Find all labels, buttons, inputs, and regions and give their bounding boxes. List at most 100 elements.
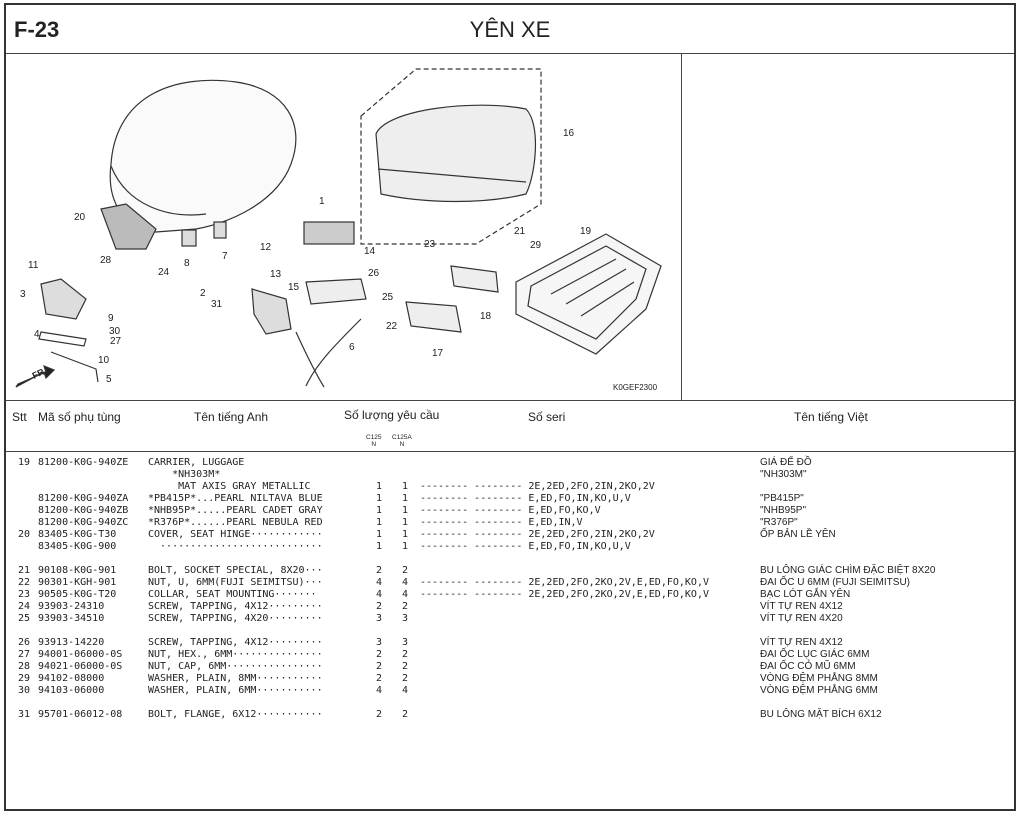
row-qty-c125a: 2: [402, 565, 409, 576]
callout-11: 11: [28, 260, 39, 271]
row-name-en: *NHB95P*.....PEARL CADET GRAY: [148, 505, 323, 516]
callout-8: 8: [184, 258, 190, 269]
diagram-ref: K0GEF2300: [613, 383, 658, 392]
row-name-en: ···························: [148, 541, 323, 552]
row-part-no: 81200-K0G-940ZB: [38, 505, 129, 516]
row-name-en: WASHER, PLAIN, 6MM···········: [148, 685, 323, 696]
col-serial: Số seri: [528, 410, 566, 424]
callout-23: 23: [424, 239, 436, 250]
callout-4: 4: [34, 329, 40, 340]
row-qty-c125a: 1: [402, 505, 409, 516]
callout-25: 25: [382, 292, 394, 303]
row-part-no: 90505-K0G-T20: [38, 589, 117, 600]
callout-30: 30: [109, 326, 121, 337]
row-qty-c125: 4: [376, 685, 383, 696]
row-part-no: 83405-K0G-T30: [38, 529, 117, 540]
row-qty-c125a: 1: [402, 529, 409, 540]
row-qty-c125: 1: [376, 481, 383, 492]
row-part-no: 81200-K0G-940ZC: [38, 517, 129, 528]
table-header: Stt Mã số phụ tùng Tên tiếng Anh Số lượn…: [6, 400, 1014, 452]
title-bar: F-23 YÊN XE: [6, 5, 1014, 54]
row-name-vi: GIÁ ĐỂ ĐỒ: [760, 457, 812, 468]
row-stt: 31: [18, 709, 31, 720]
row-qty-c125a: 4: [402, 589, 409, 600]
row-part-no: 93903-34510: [38, 613, 105, 624]
row-part-no: 90108-K0G-901: [38, 565, 117, 576]
callout-18: 18: [480, 311, 492, 322]
col-name-vi: Tên tiếng Việt: [794, 410, 868, 424]
parts-sheet: F-23 YÊN XE: [4, 3, 1016, 811]
table-row: 81200-K0G-940ZA*PB415P*...PEARL NILTAVA …: [6, 493, 1014, 505]
row-qty-c125a: 4: [402, 685, 409, 696]
row-name-en: CARRIER, LUGGAGE: [148, 457, 245, 468]
row-name-en: BOLT, SOCKET SPECIAL, 8X20···: [148, 565, 323, 576]
row-name-vi: ĐAI ỐC CỎ MŨ 6MM: [760, 661, 856, 672]
row-serial: -------- -------- E,ED,FO,KO,V: [420, 505, 601, 516]
row-name-en: NUT, CAP, 6MM················: [148, 661, 323, 672]
diagram-drawing: 1 2 3 4 5 6 7 8 9 10 11 12 13 14 15 16 1…: [15, 68, 662, 392]
callout-12: 12: [260, 242, 272, 253]
table-row: 25 93903-34510 SCREW, TAPPING, 4X20·······…: [6, 613, 1014, 625]
row-stt: 20: [18, 529, 31, 540]
row-qty-c125a: 2: [402, 673, 409, 684]
table-row: 28 94021-06000-0S NUT, CAP, 6MM···········…: [6, 661, 1014, 673]
row-stt: 24: [18, 601, 31, 612]
row-qty-c125a: 1: [402, 517, 409, 528]
row-qty-c125: 1: [376, 517, 383, 528]
row-stt: 26: [18, 637, 31, 648]
table-row: 83405-K0G-900 ··························…: [6, 541, 1014, 553]
row-stt: 28: [18, 661, 31, 672]
row-qty-c125a: 2: [402, 709, 409, 720]
exploded-diagram: 1 2 3 4 5 6 7 8 9 10 11 12 13 14 15 16 1…: [6, 54, 682, 400]
col-name-en: Tên tiếng Anh: [194, 410, 269, 424]
row-qty-c125a: 2: [402, 649, 409, 660]
callout-19: 19: [580, 226, 592, 237]
callout-29: 29: [530, 240, 542, 251]
row-part-no: 94103-06000: [38, 685, 105, 696]
row-part-no: 94102-08000: [38, 673, 105, 684]
row-name-en: SCREW, TAPPING, 4X20·········: [148, 613, 323, 624]
row-name-en: NUT, HEX., 6MM···············: [148, 649, 323, 660]
row-part-no: 93913-14220: [38, 637, 105, 648]
callout-28: 28: [100, 255, 112, 266]
row-qty-c125: 4: [376, 577, 383, 588]
table-row: *NH303M*"NH303M": [6, 469, 1014, 481]
row-name-en: NUT, U, 6MM(FUJI SEIMITSU)···: [148, 577, 323, 588]
row-stt: 27: [18, 649, 31, 660]
callout-15: 15: [288, 282, 300, 293]
row-part-no: 94021-06000-0S: [38, 661, 123, 672]
row-serial: -------- -------- 2E,2ED,2FO,2IN,2KO,2V: [420, 481, 655, 492]
row-qty-c125: 3: [376, 613, 383, 624]
row-stt: 23: [18, 589, 31, 600]
row-name-vi: VÍT TỰ REN 4X12: [760, 601, 843, 612]
row-part-no: 83405-K0G-900: [38, 541, 117, 552]
row-name-vi: VÒNG ĐỆM PHẲNG 6MM: [760, 685, 878, 696]
row-name-en: *NH303M*: [148, 469, 221, 480]
callout-24: 24: [158, 267, 170, 278]
row-stt: 25: [18, 613, 31, 624]
row-qty-c125a: 1: [402, 541, 409, 552]
row-part-no: 95701-06012-08: [38, 709, 123, 720]
row-name-en: BOLT, FLANGE, 6X12···········: [148, 709, 323, 720]
row-serial: -------- -------- 2E,2ED,2FO,2IN,2KO,2V: [420, 529, 655, 540]
row-name-en: SCREW, TAPPING, 4X12·········: [148, 601, 323, 612]
col-stt: Stt: [12, 410, 27, 424]
row-serial: -------- -------- E,ED,FO,IN,KO,U,V: [420, 493, 631, 504]
row-part-no: 81200-K0G-940ZA: [38, 493, 129, 504]
row-qty-c125: 3: [376, 637, 383, 648]
callout-3: 3: [20, 289, 26, 300]
callout-5: 5: [106, 374, 112, 385]
callout-7: 7: [222, 251, 228, 262]
row-name-vi: VÒNG ĐỆM PHẲNG 8MM: [760, 673, 878, 684]
row-name-vi: BU LÔNG GIÁC CHÌM ĐẶC BIỆT 8X20: [760, 565, 936, 576]
row-serial: -------- -------- 2E,2ED,2FO,2KO,2V,E,ED…: [420, 577, 709, 588]
